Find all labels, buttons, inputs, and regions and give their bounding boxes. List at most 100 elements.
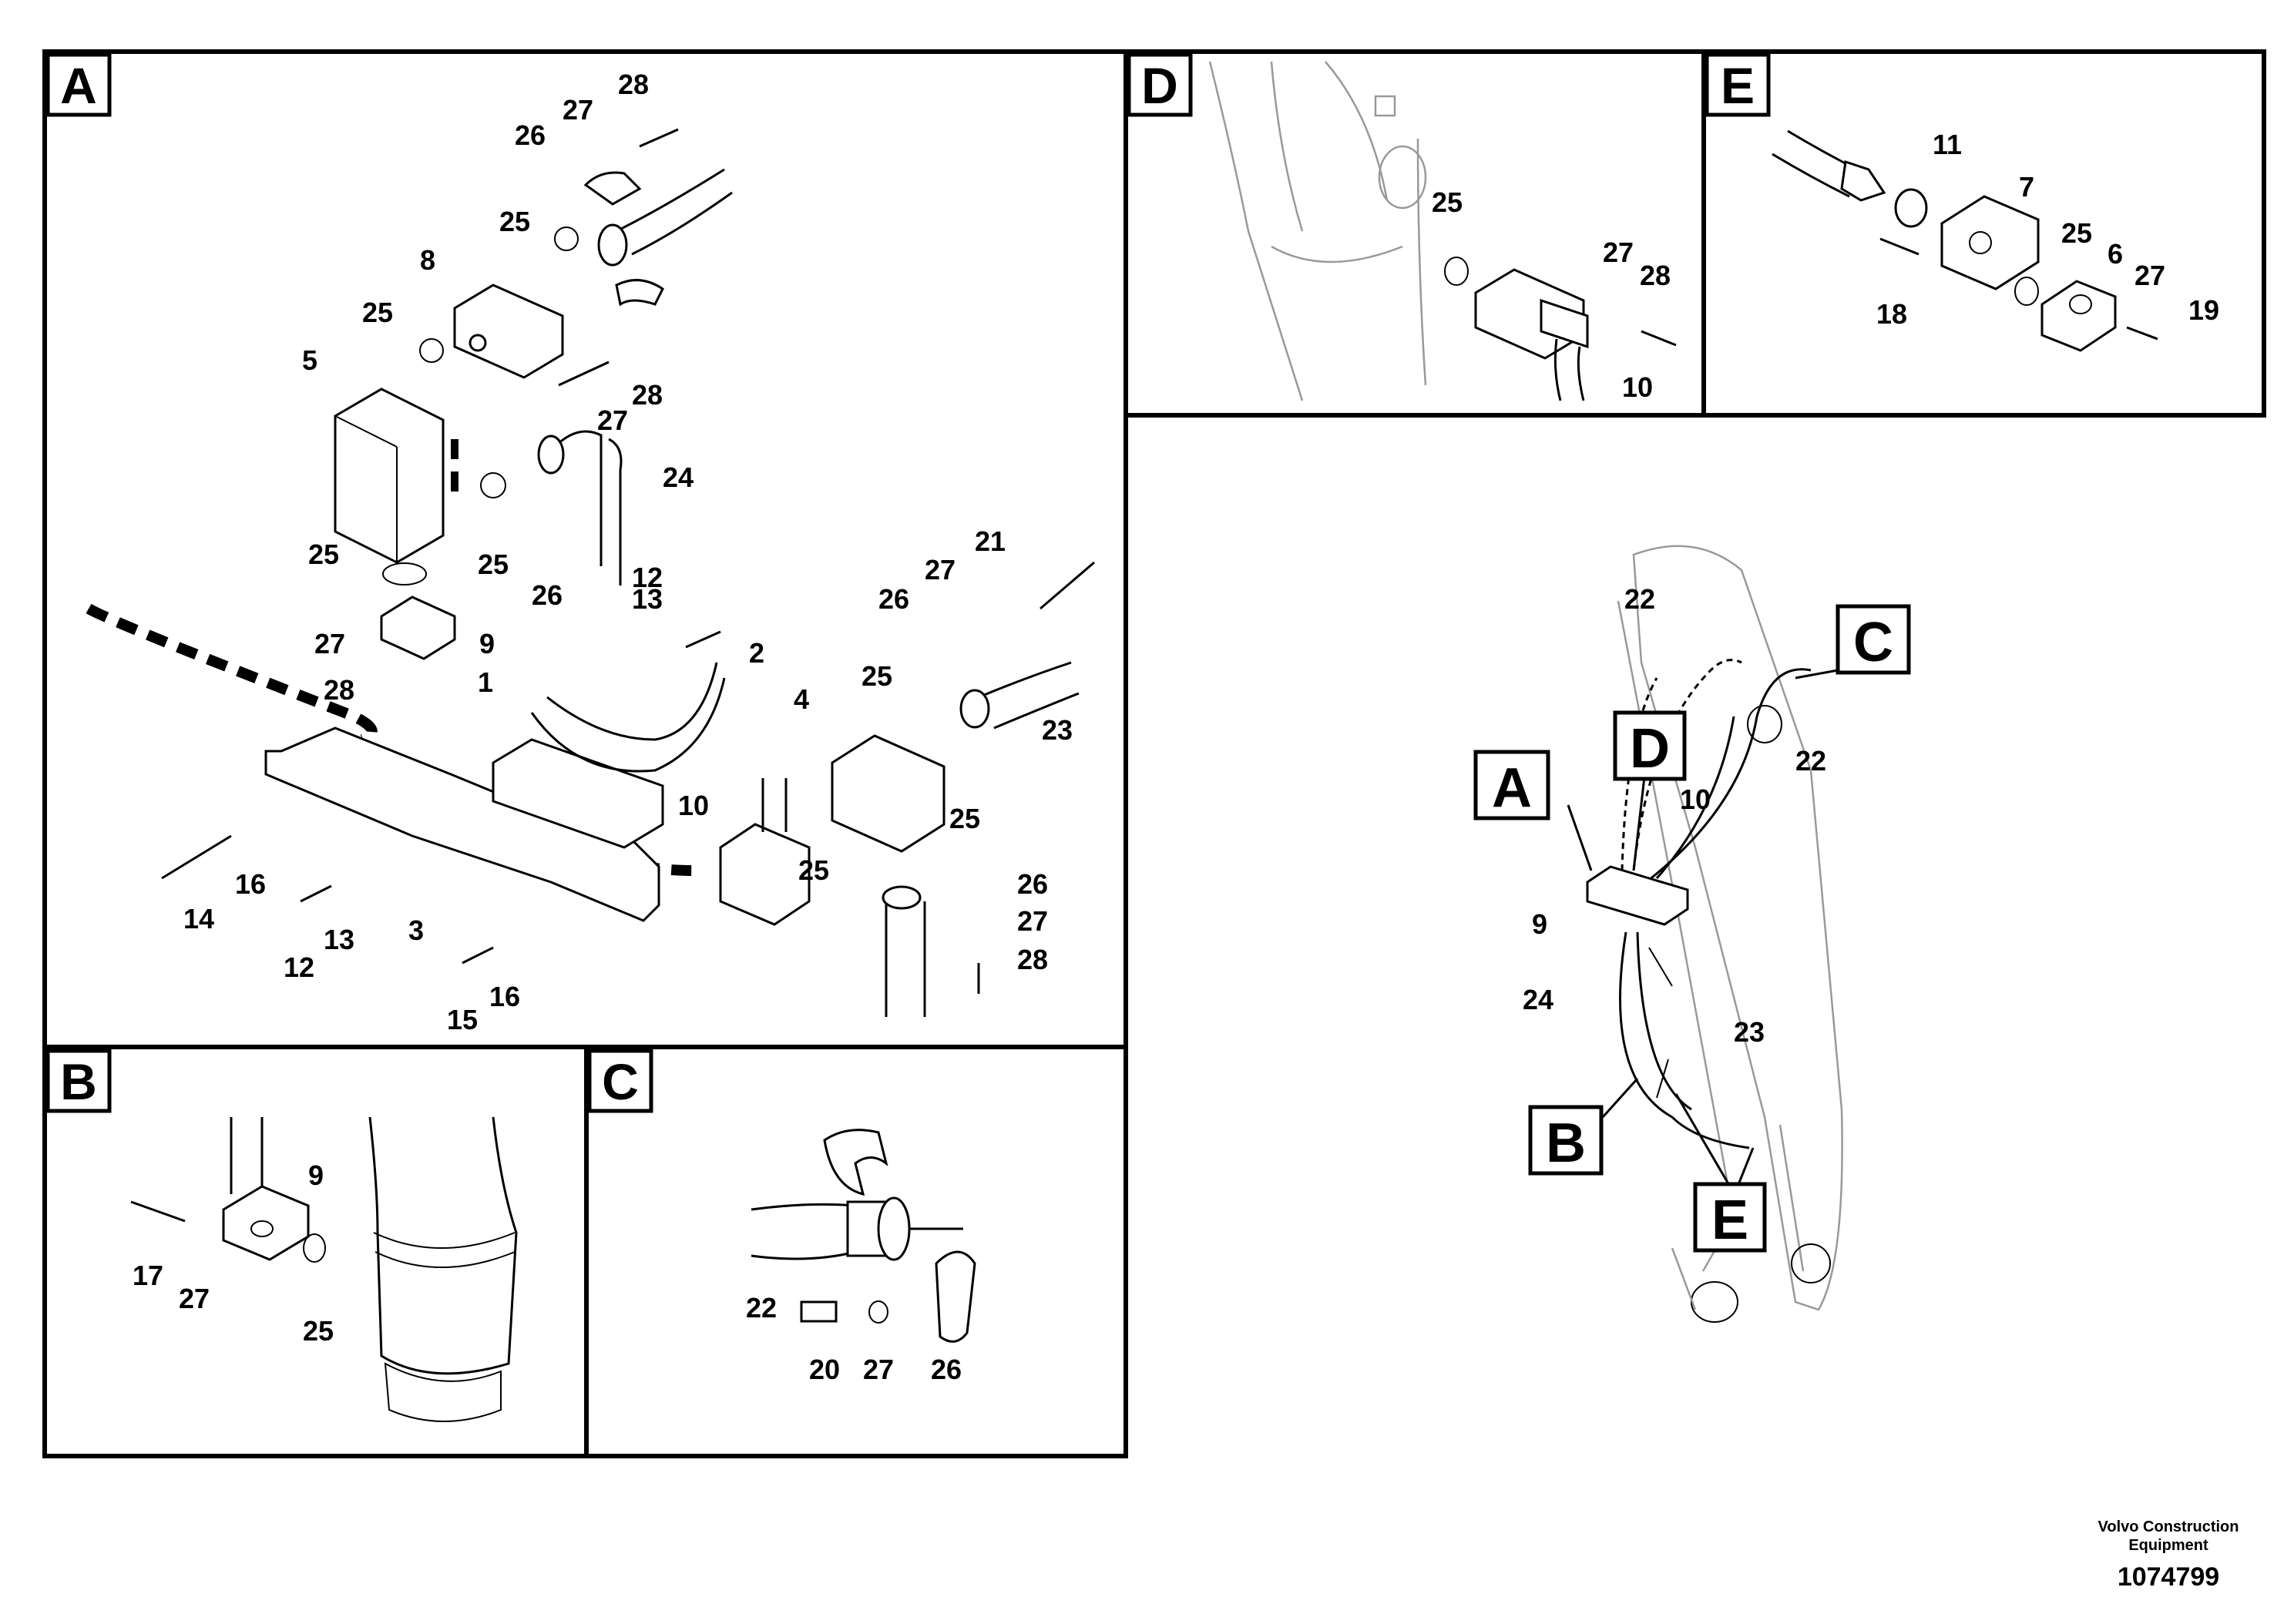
callout-label: 10 [1680,783,1711,815]
callout-label: 27 [563,94,593,126]
callout-label: 10 [1622,371,1653,403]
callout-label: 26 [1017,868,1048,900]
callout-label: E [1721,57,1755,114]
panel-b-callouts: 9 17 27 25 [133,1159,334,1347]
panel-e-drawing [1772,129,2158,352]
panel-frames [42,49,2266,1458]
callout-label: 16 [235,868,266,900]
callout-label: 5 [302,344,317,376]
callout-label: 27 [1017,905,1048,937]
callout-label: 26 [515,119,546,151]
callout-label: 11 [1933,129,1962,160]
callout-label: 28 [1640,260,1671,291]
callout-label: 27 [314,628,345,659]
callout-label: 28 [618,69,649,100]
callout-label: 23 [1734,1016,1765,1048]
callout-label: 9 [479,628,495,659]
callout-label: 24 [1523,984,1553,1015]
callout-label: 18 [1876,298,1907,330]
overview-callouts: 22 22 10 9 24 23 [1523,583,1826,1048]
callout-label: 13 [632,583,663,615]
callout-label: 26 [931,1354,962,1385]
panel-a-drawing [86,128,1095,1017]
callout-label: 25 [303,1315,334,1347]
callout-label: C [602,1053,639,1110]
callout-label: 28 [1017,944,1048,975]
company-name-line2: Equipment [2128,1537,2208,1554]
overview-label-e: E [1693,1182,1767,1253]
callout-label: 27 [597,404,628,436]
callout-label: 25 [362,297,393,328]
callout-label: B [60,1053,97,1110]
panel-c-callouts: 22 20 27 26 [746,1292,962,1385]
callout-label: 28 [632,379,663,411]
callout-label: 25 [308,539,339,570]
panel-label-a: A [45,52,112,117]
callout-label: 14 [183,903,214,934]
callout-label: D [1141,57,1178,114]
callout-label: 19 [2188,294,2219,326]
callout-label: 25 [798,854,829,886]
callout-label: 27 [1603,237,1634,268]
callout-label: 2 [749,637,764,669]
callout-label: 15 [447,1004,478,1035]
callout-label: 25 [2061,217,2092,249]
callout-label: 9 [1532,908,1547,940]
callout-label: 28 [324,674,354,706]
callout-label: 25 [949,803,980,834]
callout-label: B [1546,1112,1586,1174]
callout-label: 26 [878,583,909,615]
callout-label: A [1492,757,1532,819]
callout-label: 27 [2134,260,2165,291]
callout-label: 17 [133,1260,163,1291]
company-name-line1: Volvo Construction [2098,1518,2239,1535]
overview-boom [1567,545,1843,1323]
callout-label: 10 [678,790,709,821]
panel-d-drawing [1208,61,1677,401]
callout-label: 27 [863,1354,894,1385]
callout-label: 26 [532,579,563,611]
callout-label: 27 [925,554,956,586]
callout-label: 12 [284,951,314,983]
panel-label-d: D [1127,52,1193,117]
callout-label: 12 [632,562,663,593]
overview-label-d: D [1613,710,1687,781]
callout-label: 21 [975,525,1006,557]
overview-label-a: A [1473,750,1550,820]
callout-label: 22 [1624,583,1655,615]
panel-b-drawing [130,1116,518,1422]
panel-label-b: B [45,1049,112,1113]
callout-label: 22 [746,1292,777,1324]
callout-label: 7 [2019,171,2034,203]
callout-label: 24 [663,461,694,493]
callout-label: 1 [478,666,493,698]
panel-label-c: C [587,1049,653,1113]
callout-label: 13 [324,924,354,955]
callout-label: 9 [308,1159,324,1191]
callout-label: E [1711,1189,1748,1251]
callout-label: D [1630,718,1670,780]
callout-label: 20 [809,1354,840,1385]
callout-label: 25 [862,660,892,692]
panel-d-callouts: 25 27 28 10 [1432,186,1671,403]
callout-label: 25 [499,206,530,237]
callout-label: A [60,57,97,114]
overview-label-c: C [1836,604,1911,675]
callout-label: 6 [2108,238,2123,270]
panel-a-callouts: 28 27 26 25 8 25 5 28 27 24 25 26 25 27 … [183,69,1073,1035]
footer: Volvo Construction Equipment 1074799 [2098,1518,2239,1592]
panel-e-callouts: 11 7 18 25 6 27 19 [1876,129,2219,330]
callout-label: C [1853,612,1893,673]
callout-label: 25 [1432,186,1463,218]
panel-label-e: E [1705,52,1771,117]
document-number: 1074799 [2118,1562,2219,1592]
callout-label: 25 [478,549,509,580]
callout-label: 3 [408,914,424,946]
callout-label: 8 [420,244,435,276]
callout-label: 4 [794,683,809,715]
callout-label: 23 [1042,714,1073,746]
callout-label: 22 [1795,745,1826,777]
panel-c-drawing [751,1129,976,1343]
